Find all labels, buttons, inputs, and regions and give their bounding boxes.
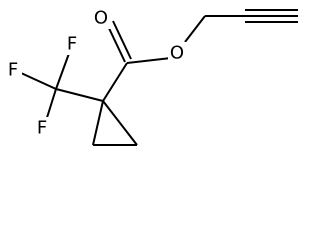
propargyl-chain: [205, 9, 298, 23]
label-mask-ester-oxygen: [168, 42, 187, 64]
trifluoromethyl-group: [20, 47, 104, 125]
bond-carbonyl-double-1: [106, 23, 126, 63]
ester-group: [102, 15, 206, 102]
label-mask-fluorine-left: [5, 59, 22, 81]
bond-carbonyl-double-2: [112, 20, 132, 60]
label-mask-fluorine-bottom: [34, 117, 51, 139]
atom-label-fluorine-top: F: [67, 34, 77, 55]
bond-ring-to-carbonyl: [102, 62, 128, 102]
ring-bond-top-right: [102, 100, 138, 146]
atom-label-carbonyl-oxygen: O: [94, 8, 108, 29]
chemical-structure-diagram: O O F F F: [5, 7, 298, 146]
cyclopropane-ring: [92, 100, 138, 146]
bond-c-f-left: [20, 72, 57, 90]
atom-label-fluorine-bottom: F: [37, 118, 47, 139]
label-mask-fluorine-top: [64, 33, 81, 55]
bond-ring-to-cf3: [55, 88, 104, 102]
bond-carbonyl-to-ester-oxygen: [126, 57, 172, 64]
atom-label-ester-oxygen: O: [170, 43, 184, 64]
bond-ester-oxygen-to-ch2: [184, 15, 206, 43]
label-mask-carbonyl-oxygen: [92, 7, 111, 29]
atom-label-fluorine-left: F: [8, 60, 18, 81]
ring-bond-top-left: [92, 100, 104, 146]
